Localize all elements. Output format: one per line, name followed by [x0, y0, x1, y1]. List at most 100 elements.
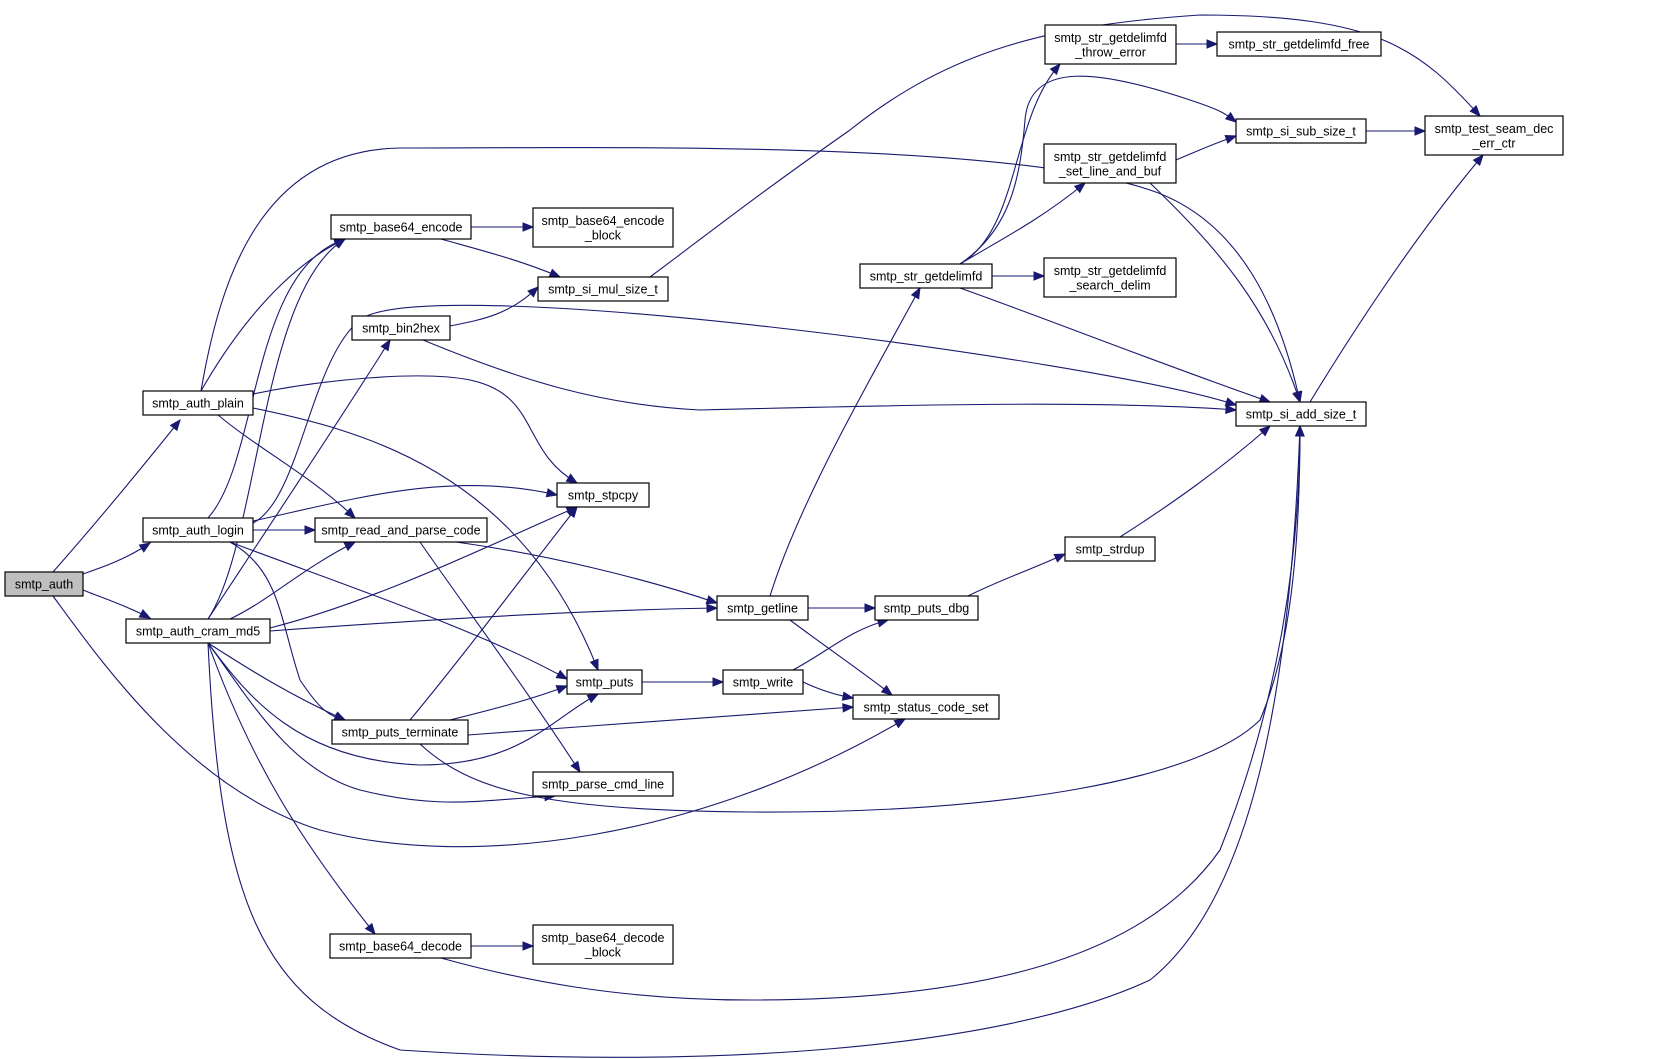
edge-smtp_puts-to-smtp_write [642, 677, 725, 687]
edge-smtp_getline-to-smtp_status_code_set [789, 619, 894, 696]
node-smtp-puts-dbg[interactable]: smtp_puts_dbg [874, 595, 979, 621]
edge-smtp_str_getdelimfd_set_line_and_buf-to-smtp_si_sub_size_t [1175, 134, 1238, 161]
arrow-head [1414, 126, 1427, 136]
arrow-head [1033, 271, 1046, 281]
arrow-head [333, 711, 347, 721]
node-smtp-si-sub-size-t[interactable]: smtp_si_sub_size_t [1235, 118, 1367, 144]
edge-smtp_strdup-to-smtp_si_add_size_t [1119, 425, 1272, 538]
arrow-head [1206, 39, 1219, 49]
node-box [314, 517, 488, 543]
edge-smtp_write-to-smtp_status_code_set [802, 681, 855, 701]
node-label: smtp_base64_decode [339, 940, 462, 954]
node-box [330, 214, 472, 240]
node-smtp-puts[interactable]: smtp_puts [566, 669, 643, 695]
node-label: smtp_parse_cmd_line [542, 778, 664, 792]
edge-line [82, 589, 151, 619]
node-box [566, 669, 643, 695]
node-box [537, 276, 669, 302]
node-label: smtp_str_getdelimfd [1054, 150, 1167, 164]
arrow-head [138, 542, 152, 553]
arrow-head [893, 718, 907, 729]
arrow-head [705, 595, 719, 605]
node-smtp-auth-plain[interactable]: smtp_auth_plain [142, 390, 254, 416]
node-smtp-getline[interactable]: smtp_getline [716, 595, 809, 621]
node-smtp-si-add-size-t[interactable]: smtp_si_add_size_t [1235, 401, 1367, 427]
edge-smtp_base64_encode-to-smtp_si_mul_size_t [440, 238, 562, 278]
arrow-head [712, 677, 725, 687]
node-smtp-str-getdelimfd[interactable]: smtp_str_getdelimfd [859, 263, 993, 289]
node-box [1043, 143, 1177, 184]
arrow-head [589, 658, 599, 672]
edge-smtp_auth_login-to-smtp_puts [229, 541, 569, 680]
node-smtp-base64-encode-block[interactable]: smtp_base64_encode_block [532, 207, 674, 248]
node-label: smtp_puts [576, 676, 634, 690]
node-label: smtp_auth_login [152, 524, 244, 538]
arrow-head [586, 693, 600, 704]
arrow-head [545, 488, 559, 498]
node-label: smtp_base64_decode [541, 931, 664, 945]
node-smtp-test-seam-dec-err-ctr[interactable]: smtp_test_seam_dec_err_ctr [1424, 115, 1564, 156]
edge-smtp_base64_decode-to-smtp_base64_decode_block [471, 941, 535, 951]
node-smtp-auth[interactable]: smtp_auth [4, 571, 84, 597]
edge-line [207, 642, 599, 766]
node-smtp-auth-login[interactable]: smtp_auth_login [142, 517, 254, 543]
node-box [1044, 24, 1177, 65]
node-label: _block [584, 228, 622, 242]
node-smtp-str-getdelimfd-free[interactable]: smtp_str_getdelimfd_free [1216, 31, 1382, 57]
node-smtp-status-code-set[interactable]: smtp_status_code_set [852, 694, 1000, 720]
arrow-head [333, 238, 347, 249]
node-smtp-write[interactable]: smtp_write [722, 669, 804, 695]
node-smtp-bin2hex[interactable]: smtp_bin2hex [351, 315, 451, 341]
edge-smtp_auth-to-smtp_auth_login [82, 542, 152, 575]
node-smtp-str-getdelimfd-set-line-and-buf[interactable]: smtp_str_getdelimfd_set_line_and_buf [1043, 143, 1177, 184]
arrow-head [548, 268, 562, 278]
node-smtp-parse-cmd-line[interactable]: smtp_parse_cmd_line [532, 771, 674, 797]
node-smtp-puts-terminate[interactable]: smtp_puts_terminate [331, 719, 469, 745]
edge-line [467, 706, 854, 736]
edge-line [449, 286, 539, 327]
arrow-head [1049, 62, 1061, 76]
node-label: smtp_si_sub_size_t [1246, 125, 1356, 139]
edge-line [769, 287, 921, 597]
node-label: smtp_auth_plain [152, 397, 244, 411]
node-box [351, 315, 451, 341]
node-smtp-auth-cram-md5[interactable]: smtp_auth_cram_md5 [125, 618, 271, 644]
node-smtp-str-getdelimfd-search-delim[interactable]: smtp_str_getdelimfd_search_delim [1043, 257, 1177, 298]
node-label: _block [584, 945, 622, 959]
node-smtp-strdup[interactable]: smtp_strdup [1064, 536, 1156, 562]
edge-line [1309, 154, 1484, 403]
node-label: smtp_stpcpy [568, 489, 639, 503]
edge-line [229, 541, 568, 680]
node-smtp-base64-decode[interactable]: smtp_base64_decode [329, 933, 472, 959]
arrow-head [706, 603, 719, 613]
node-label: smtp_str_getdelimfd [870, 270, 983, 284]
edge-smtp_auth_plain-to-smtp_read_and_parse_code [217, 414, 356, 519]
edge-line [409, 506, 578, 721]
arrow-head [1224, 397, 1238, 407]
arrow-head [344, 507, 356, 519]
edge-smtp_read_and_parse_code-to-smtp_getline [455, 541, 719, 605]
node-smtp-base64-encode[interactable]: smtp_base64_encode [330, 214, 472, 240]
edge-smtp_puts_terminate-to-smtp_status_code_set [467, 703, 855, 736]
node-smtp-stpcpy[interactable]: smtp_stpcpy [556, 482, 650, 508]
node-smtp-si-mul-size-t[interactable]: smtp_si_mul_size_t [537, 276, 669, 302]
node-smtp-base64-decode-block[interactable]: smtp_base64_decode_block [532, 924, 674, 965]
node-smtp-read-and-parse-code[interactable]: smtp_read_and_parse_code [314, 517, 488, 543]
edge-smtp_si_mul_size_t-to-smtp_test_seam_dec_err_ctr [649, 14, 1481, 278]
edge-line [959, 287, 1271, 403]
arrow-head [380, 338, 391, 352]
node-box [142, 517, 254, 543]
edge-line [967, 553, 1066, 597]
node-label: smtp_bin2hex [362, 322, 441, 336]
node-box [1235, 401, 1367, 427]
edge-line [207, 642, 376, 935]
node-label: _search_delim [1068, 278, 1150, 292]
node-smtp-str-getdelimfd-throw-error[interactable]: smtp_str_getdelimfd_throw_error [1044, 24, 1177, 65]
edge-line [207, 238, 346, 519]
edge-line [207, 238, 346, 620]
edge-smtp_str_getdelimfd_set_line_and_buf-to-smtp_si_add_size_t [1149, 182, 1302, 404]
edge-line [207, 642, 556, 803]
edge-smtp_auth_login-to-smtp_base64_encode [207, 238, 347, 519]
edge-smtp_auth-to-smtp_auth_plain [52, 418, 181, 573]
